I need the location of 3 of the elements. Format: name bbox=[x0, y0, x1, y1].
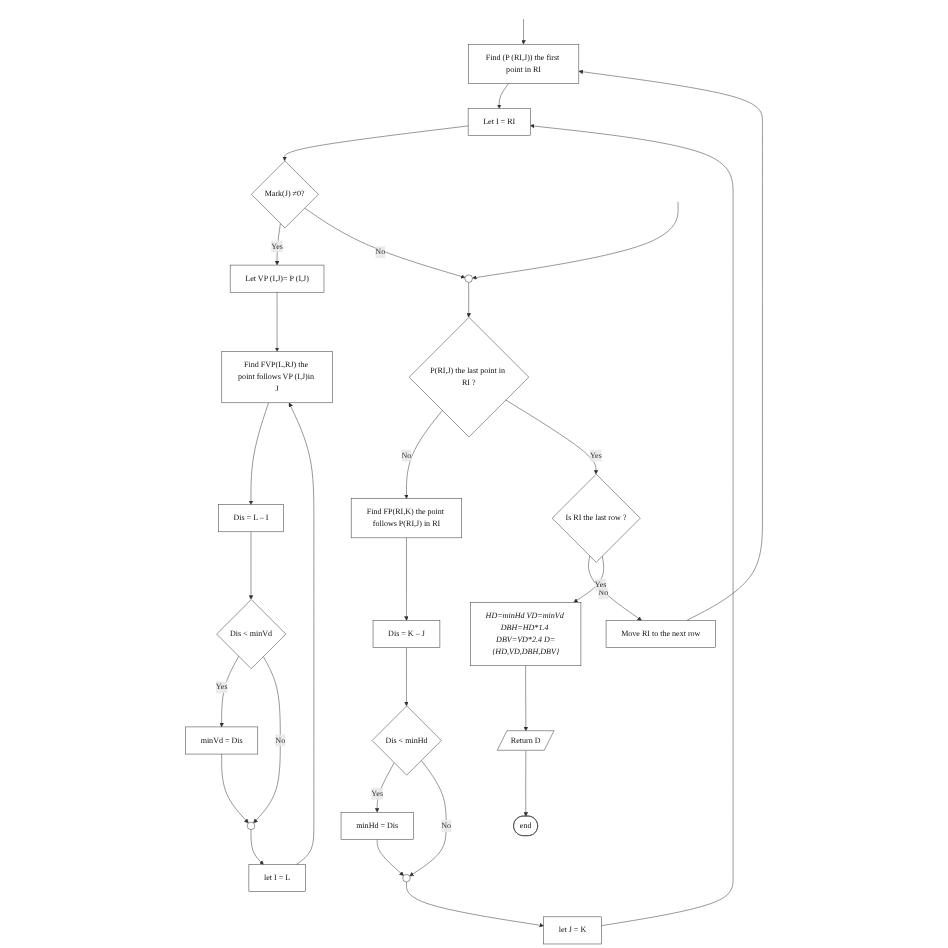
node-circle bbox=[402, 874, 411, 883]
node-circle bbox=[464, 274, 473, 283]
node-circle bbox=[246, 821, 255, 830]
